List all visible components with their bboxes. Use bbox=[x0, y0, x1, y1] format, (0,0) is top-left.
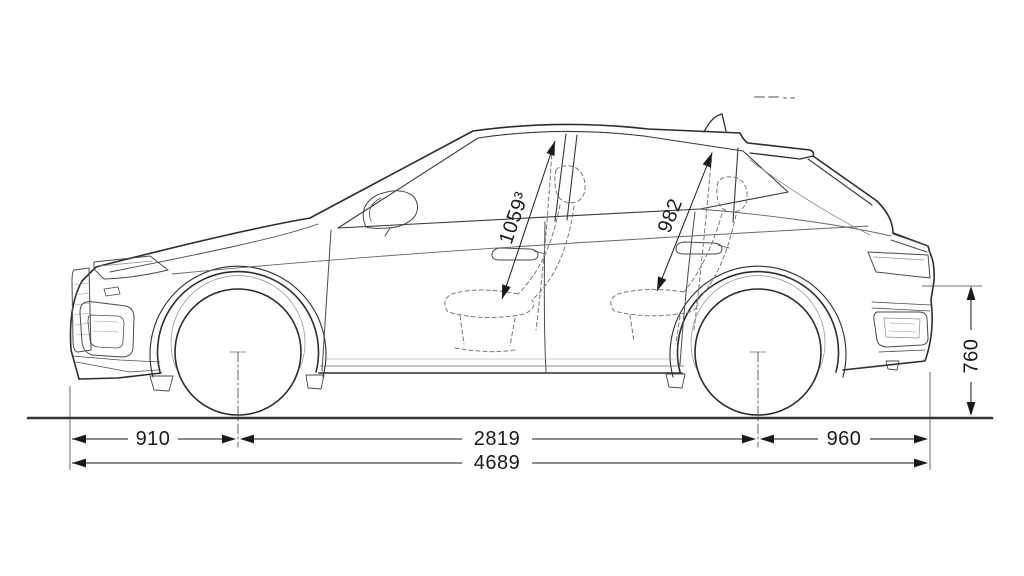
dim-rear-overhang: 960 bbox=[760, 428, 928, 450]
b-pillar-shutline bbox=[543, 221, 547, 373]
rocker-panel bbox=[170, 275, 826, 390]
dim-rear-headroom: 982 bbox=[654, 152, 713, 292]
front-wheel-arch bbox=[156, 270, 320, 373]
dim-front-overhang-label: 910 bbox=[136, 428, 171, 450]
arrow-down bbox=[966, 402, 976, 416]
arrow-right bbox=[914, 434, 928, 444]
roof-antenna bbox=[703, 113, 727, 133]
front-grille bbox=[71, 267, 92, 353]
b-pillar-hidden-line bbox=[535, 147, 553, 331]
rear-door-handle bbox=[675, 241, 723, 255]
rear-lower-trim bbox=[873, 311, 929, 348]
dimension-annotations: 910 2819 960 4689 760 bbox=[69, 140, 983, 474]
interior-seats bbox=[444, 147, 748, 353]
rear-bumper-bottom bbox=[878, 349, 926, 353]
rear-seat-cushion bbox=[610, 288, 699, 317]
dim-front-headroom: 1059³ bbox=[495, 140, 556, 300]
car-drawing bbox=[26, 96, 994, 448]
front-deflector bbox=[149, 375, 174, 392]
front-splitter bbox=[75, 361, 159, 373]
shoulder-crease bbox=[171, 225, 869, 275]
dim-rear-overhang-label: 960 bbox=[827, 428, 862, 450]
hood-inner-line bbox=[109, 223, 319, 273]
fog-light bbox=[87, 314, 125, 349]
arrow-right bbox=[914, 458, 928, 468]
rear-door-shutline bbox=[679, 211, 696, 366]
headlight bbox=[93, 255, 169, 280]
extension-lines bbox=[69, 285, 982, 470]
ducktail-edge bbox=[890, 233, 929, 253]
rear-rocker-step bbox=[665, 373, 686, 389]
front-sensor bbox=[103, 286, 121, 297]
rear-flap bbox=[885, 360, 900, 371]
c-pillar-divider bbox=[732, 147, 739, 223]
arrow-up bbox=[546, 141, 555, 156]
cropped-artifact-marks bbox=[754, 96, 795, 99]
wheel-center-marks bbox=[237, 351, 759, 448]
arrow-left bbox=[240, 434, 254, 444]
dim-rear-headroom-label: 982 bbox=[654, 195, 687, 236]
b-pillar bbox=[554, 133, 578, 222]
rear-fascia bbox=[867, 233, 932, 371]
dim-wheelbase-label: 2819 bbox=[474, 428, 521, 450]
arrow-left bbox=[72, 434, 86, 444]
front-rocker-step bbox=[305, 374, 325, 390]
dim-overall-length-label: 4689 bbox=[474, 452, 521, 474]
dim-front-overhang: 910 bbox=[72, 428, 236, 450]
arrow-right bbox=[222, 434, 236, 444]
side-mirror bbox=[362, 190, 419, 229]
front-air-intake bbox=[79, 301, 135, 358]
arrow-left bbox=[72, 458, 86, 468]
taillight bbox=[867, 251, 931, 279]
car-body-outline bbox=[69, 113, 935, 380]
front-seat-cushion bbox=[444, 289, 535, 319]
front-door-shutline bbox=[321, 229, 332, 372]
dim-rear-height-label: 760 bbox=[961, 339, 983, 374]
quarter-crease bbox=[749, 159, 871, 236]
dim-wheelbase: 2819 bbox=[240, 428, 756, 450]
rear-headrest bbox=[716, 176, 748, 213]
rear-reflector-crease bbox=[871, 301, 932, 312]
front-door-handle bbox=[491, 247, 539, 261]
rear-arch-liner bbox=[690, 275, 826, 369]
rear-shoulder-line bbox=[699, 208, 892, 237]
rear-wheel-arch bbox=[676, 270, 840, 373]
arrow-left bbox=[760, 434, 774, 444]
greenhouse bbox=[337, 130, 873, 229]
arrow-down bbox=[502, 284, 511, 299]
rear-seatback bbox=[683, 213, 723, 293]
front-headrest bbox=[554, 165, 586, 204]
c-pillar-hidden-line bbox=[693, 151, 713, 331]
body-details bbox=[109, 159, 892, 373]
front-bumper-lip bbox=[71, 355, 161, 363]
front-fascia bbox=[71, 255, 174, 392]
dim-overall-length: 4689 bbox=[72, 452, 928, 474]
front-arch-liner bbox=[170, 275, 306, 369]
dim-rear-height: 760 bbox=[961, 286, 983, 416]
rear-arch-flare bbox=[669, 265, 847, 378]
d-pillar-inner bbox=[807, 158, 873, 206]
arrow-up bbox=[966, 286, 976, 300]
arrow-right bbox=[742, 434, 756, 444]
arrow-up bbox=[702, 153, 712, 168]
arrow-down bbox=[657, 276, 667, 291]
front-arch-flare bbox=[149, 265, 327, 378]
